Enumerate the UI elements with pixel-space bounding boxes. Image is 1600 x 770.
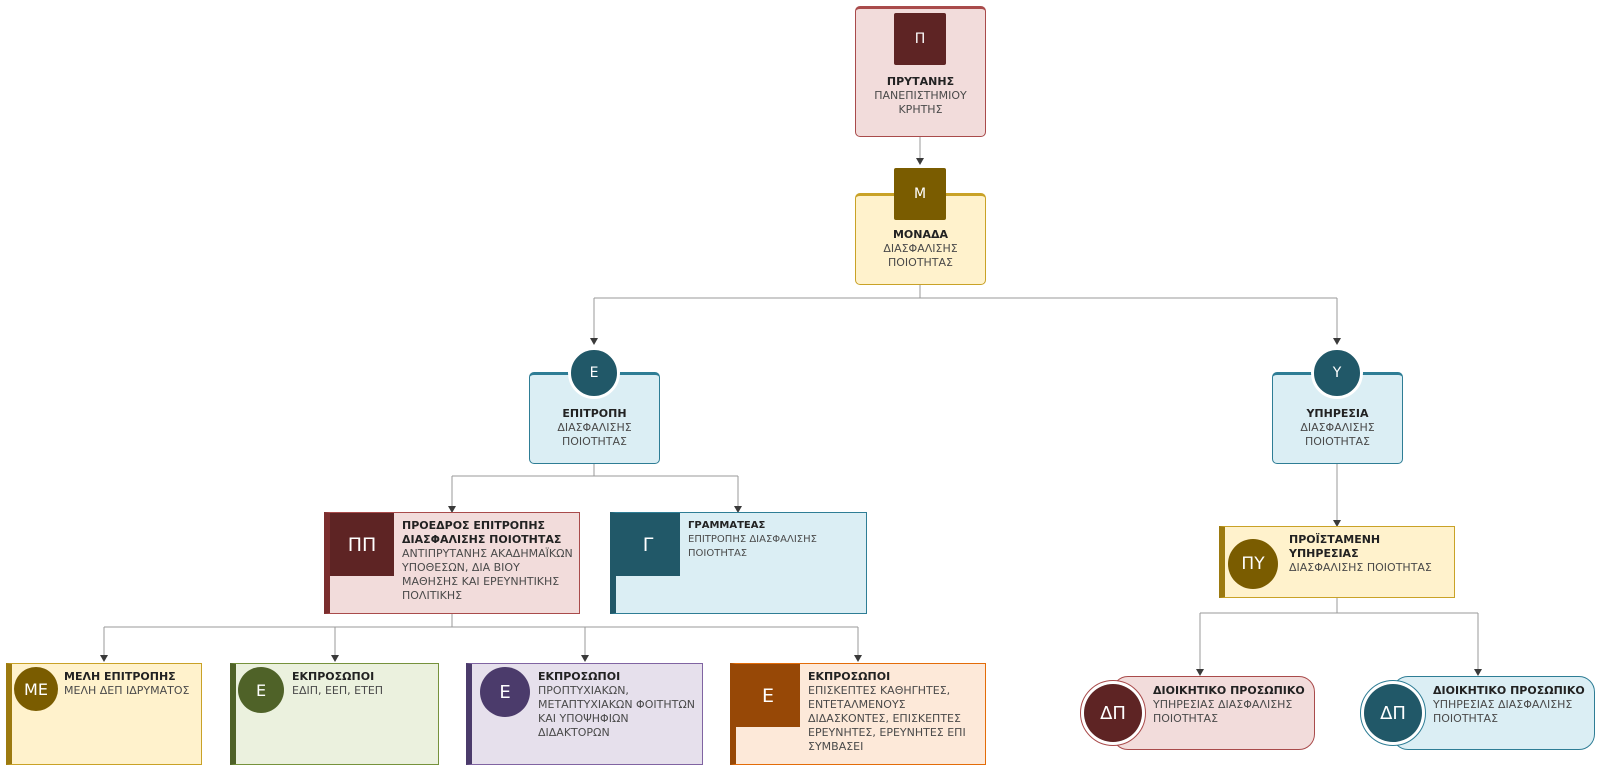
unit-title: ΜΟΝΑΔΑ bbox=[892, 228, 949, 241]
admin-1-subtitle: ΥΠΗΡΕΣΙΑΣ ΔΙΑΣΦΑΛΙΣΗΣ ΠΟΙΟΤΗΤΑΣ bbox=[1153, 698, 1293, 725]
chair-title: ΠΡΟΕΔΡΟΣ ΕΠΙΤΡΟΠΗΣ ΔΙΑΣΦΑΛΙΣΗΣ ΠΟΙΟΤΗΤΑΣ bbox=[402, 519, 562, 546]
admin-1-badge-label: ΔΠ bbox=[1100, 702, 1126, 724]
members-title: ΜΕΛΗ ΕΠΙΤΡΟΠΗΣ bbox=[64, 670, 176, 683]
head-badge-label: ΠΥ bbox=[1241, 554, 1265, 574]
node-service[interactable]: Υ ΥΠΗΡΕΣΙΑ ΔΙΑΣΦΑΛΙΣΗΣ ΠΟΙΟΤΗΤΑΣ bbox=[1272, 347, 1403, 464]
members-badge-label: ΜΕ bbox=[24, 679, 48, 699]
admin-2-pill: ΔΙΟΙΚΗΤΙΚΟ ΠΡΟΣΩΠΙΚΟ ΥΠΗΡΕΣΙΑΣ ΔΙΑΣΦΑΛΙΣ… bbox=[1392, 676, 1595, 750]
secretary-badge-label: Γ bbox=[642, 533, 654, 556]
service-title: ΥΠΗΡΕΣΙΑ bbox=[1306, 407, 1369, 420]
connector-head-split bbox=[1200, 598, 1478, 614]
node-head[interactable]: ΠΥ ΠΡΟΪΣΤΑΜΕΝΗ ΥΠΗΡΕΣΙΑΣ ΔΙΑΣΦΑΛΙΣΗΣ ΠΟΙ… bbox=[1219, 526, 1455, 598]
admin-1-badge: ΔΠ bbox=[1080, 680, 1146, 746]
unit-badge-label: Μ bbox=[913, 186, 927, 202]
reps-visitors-badge: Ε bbox=[736, 664, 800, 727]
connector-chair-split bbox=[104, 614, 858, 628]
node-rector[interactable]: Π ΠΡΥΤΑΝΗΣ ΠΑΝΕΠΙΣΤΗΜΙΟΥ ΚΡΗΤΗΣ bbox=[855, 6, 986, 137]
node-secretary[interactable]: Γ ΓΡΑΜΜΑΤΕΑΣ ΕΠΙΤΡΟΠΗΣ ΔΙΑΣΦΑΛΙΣΗΣ ΠΟΙΟΤ… bbox=[610, 512, 867, 614]
chair-badge: ΠΠ bbox=[330, 513, 394, 576]
head-badge: ΠΥ bbox=[1228, 539, 1278, 589]
reps-staff-title: ΕΚΠΡΟΣΩΠΟΙ bbox=[292, 670, 375, 683]
committee-badge-label: Ε bbox=[589, 365, 599, 381]
members-subtitle: ΜΕΛΗ ΔΕΠ ΙΔΡΥΜΑΤΟΣ bbox=[64, 684, 190, 697]
connector-committee-split bbox=[452, 464, 738, 477]
admin-1-title: ΔΙΟΙΚΗΤΙΚΟ ΠΡΟΣΩΠΙΚΟ bbox=[1153, 684, 1305, 697]
committee-subtitle: ΔΙΑΣΦΑΛΙΣΗΣ ΠΟΙΟΤΗΤΑΣ bbox=[557, 421, 632, 448]
rector-badge-label: Π bbox=[914, 31, 926, 47]
secretary-title: ΓΡΑΜΜΑΤΕΑΣ bbox=[688, 520, 766, 531]
chair-badge-label: ΠΠ bbox=[347, 533, 377, 556]
reps-students-subtitle: ΠΡΟΠΤΥΧΙΑΚΩΝ, ΜΕΤΑΠΤΥΧΙΑΚΩΝ ΦΟΙΤΗΤΩΝ ΚΑΙ… bbox=[538, 684, 695, 739]
head-title: ΠΡΟΪΣΤΑΜΕΝΗ ΥΠΗΡΕΣΙΑΣ bbox=[1289, 533, 1381, 560]
reps-visitors-subtitle: ΕΠΙΣΚΕΠΤΕΣ ΚΑΘΗΓΗΤΕΣ, ΕΝΤΕΤΑΛΜΕΝΟΥΣ ΔΙΔΑ… bbox=[808, 684, 966, 753]
members-badge: ΜΕ bbox=[14, 667, 58, 711]
service-subtitle: ΔΙΑΣΦΑΛΙΣΗΣ ΠΟΙΟΤΗΤΑΣ bbox=[1300, 421, 1375, 448]
node-members[interactable]: ΜΕ ΜΕΛΗ ΕΠΙΤΡΟΠΗΣ ΜΕΛΗ ΔΕΠ ΙΔΡΥΜΑΤΟΣ bbox=[6, 663, 202, 765]
reps-staff-badge-label: Ε bbox=[255, 680, 267, 700]
rector-subtitle: ΠΑΝΕΠΙΣΤΗΜΙΟΥ ΚΡΗΤΗΣ bbox=[874, 89, 967, 116]
node-reps-students[interactable]: Ε ΕΚΠΡΟΣΩΠΟΙ ΠΡΟΠΤΥΧΙΑΚΩΝ, ΜΕΤΑΠΤΥΧΙΑΚΩΝ… bbox=[466, 663, 703, 765]
reps-students-badge: Ε bbox=[480, 667, 530, 717]
node-unit[interactable]: Μ ΜΟΝΑΔΑ ΔΙΑΣΦΑΛΙΣΗΣ ΠΟΙΟΤΗΤΑΣ bbox=[855, 168, 986, 285]
committee-title: ΕΠΙΤΡΟΠΗ bbox=[562, 407, 627, 420]
secretary-badge: Γ bbox=[616, 513, 680, 576]
reps-visitors-title: ΕΚΠΡΟΣΩΠΟΙ bbox=[808, 670, 891, 683]
admin-2-badge: ΔΠ bbox=[1360, 680, 1426, 746]
unit-badge: Μ bbox=[894, 168, 946, 220]
service-badge: Υ bbox=[1311, 347, 1363, 399]
reps-staff-badge: Ε bbox=[238, 667, 284, 713]
service-badge-label: Υ bbox=[1332, 365, 1342, 381]
committee-badge: Ε bbox=[568, 347, 620, 399]
admin-2-title: ΔΙΟΙΚΗΤΙΚΟ ΠΡΟΣΩΠΙΚΟ bbox=[1433, 684, 1585, 697]
unit-subtitle: ΔΙΑΣΦΑΛΙΣΗΣ ΠΟΙΟΤΗΤΑΣ bbox=[883, 242, 958, 269]
admin-2-badge-label: ΔΠ bbox=[1380, 702, 1406, 724]
node-admin-1[interactable]: ΔΙΟΙΚΗΤΙΚΟ ΠΡΟΣΩΠΙΚΟ ΥΠΗΡΕΣΙΑΣ ΔΙΑΣΦΑΛΙΣ… bbox=[1080, 676, 1315, 750]
node-reps-staff[interactable]: Ε ΕΚΠΡΟΣΩΠΟΙ ΕΔΙΠ, ΕΕΠ, ΕΤΕΠ bbox=[230, 663, 439, 765]
reps-students-badge-label: Ε bbox=[499, 681, 511, 703]
rector-title: ΠΡΥΤΑΝΗΣ bbox=[886, 75, 955, 88]
rector-badge: Π bbox=[894, 13, 946, 65]
node-admin-2[interactable]: ΔΙΟΙΚΗΤΙΚΟ ΠΡΟΣΩΠΙΚΟ ΥΠΗΡΕΣΙΑΣ ΔΙΑΣΦΑΛΙΣ… bbox=[1360, 676, 1595, 750]
node-chair[interactable]: ΠΠ ΠΡΟΕΔΡΟΣ ΕΠΙΤΡΟΠΗΣ ΔΙΑΣΦΑΛΙΣΗΣ ΠΟΙΟΤΗ… bbox=[324, 512, 580, 614]
connector-unit-split bbox=[594, 285, 1337, 299]
reps-staff-subtitle: ΕΔΙΠ, ΕΕΠ, ΕΤΕΠ bbox=[292, 684, 384, 697]
reps-visitors-badge-label: Ε bbox=[761, 684, 774, 707]
node-committee[interactable]: Ε ΕΠΙΤΡΟΠΗ ΔΙΑΣΦΑΛΙΣΗΣ ΠΟΙΟΤΗΤΑΣ bbox=[529, 347, 660, 464]
chair-subtitle: ΑΝΤΙΠΡΥΤΑΝΗΣ ΑΚΑΔΗΜΑΪΚΩΝ ΥΠΟΘΕΣΩΝ, ΔΙΑ Β… bbox=[402, 547, 573, 602]
head-subtitle: ΔΙΑΣΦΑΛΙΣΗΣ ΠΟΙΟΤΗΤΑΣ bbox=[1289, 561, 1432, 574]
reps-students-title: ΕΚΠΡΟΣΩΠΟΙ bbox=[538, 670, 621, 683]
node-reps-visitors[interactable]: Ε ΕΚΠΡΟΣΩΠΟΙ ΕΠΙΣΚΕΠΤΕΣ ΚΑΘΗΓΗΤΕΣ, ΕΝΤΕΤ… bbox=[730, 663, 986, 765]
secretary-subtitle: ΕΠΙΤΡΟΠΗΣ ΔΙΑΣΦΑΛΙΣΗΣ ΠΟΙΟΤΗΤΑΣ bbox=[688, 534, 817, 559]
admin-2-subtitle: ΥΠΗΡΕΣΙΑΣ ΔΙΑΣΦΑΛΙΣΗΣ ΠΟΙΟΤΗΤΑΣ bbox=[1433, 698, 1573, 725]
